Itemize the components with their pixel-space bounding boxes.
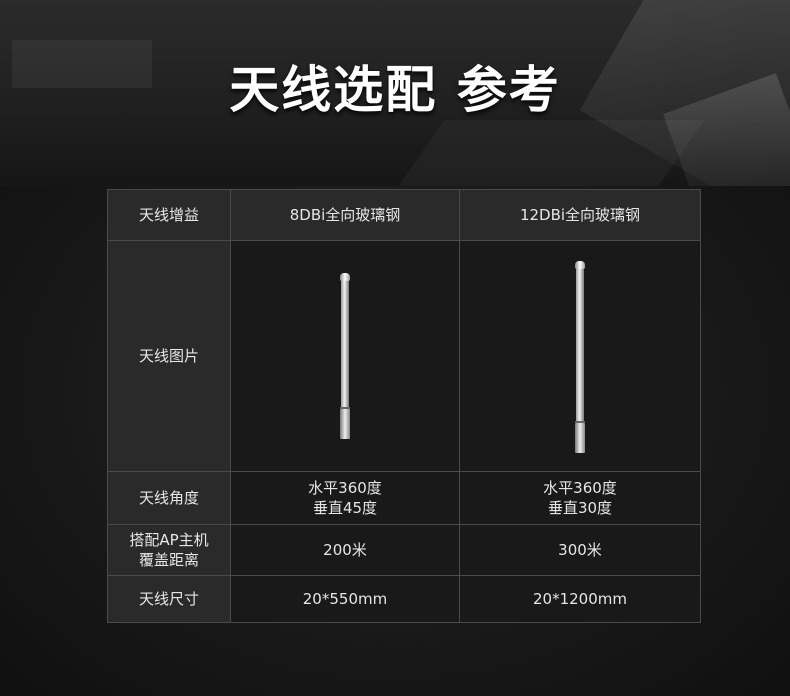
row-label-size: 天线尺寸 — [107, 575, 231, 623]
angle-cell: 水平360度 垂直30度 — [459, 471, 701, 525]
row-label-coverage: 搭配AP主机 覆盖距离 — [107, 524, 231, 576]
angle-vertical: 垂直30度 — [547, 499, 613, 517]
row-label-picture: 天线图片 — [107, 240, 231, 472]
decor-shape — [12, 40, 152, 88]
table-row: 天线增益 8DBi全向玻璃钢 12DBi全向玻璃钢 — [107, 189, 701, 241]
antenna-12dbi-icon — [575, 261, 585, 453]
table-row: 搭配AP主机 覆盖距离 200米 300米 — [107, 524, 701, 576]
page-title: 天线选配 参考 — [229, 61, 561, 119]
column-header-8dbi: 8DBi全向玻璃钢 — [230, 189, 460, 241]
angle-horizontal: 水平360度 — [543, 479, 617, 497]
column-header-12dbi: 12DBi全向玻璃钢 — [459, 189, 701, 241]
header-banner: 天线选配 参考 — [0, 0, 790, 186]
antenna-spec-table: 天线增益 8DBi全向玻璃钢 12DBi全向玻璃钢 天线图片 天线角度 水平36… — [107, 189, 701, 623]
antenna-picture-cell — [230, 240, 460, 472]
row-label-gain: 天线增益 — [107, 189, 231, 241]
decor-shape — [395, 120, 705, 186]
angle-horizontal: 水平360度 — [308, 479, 382, 497]
coverage-label-line1: 搭配AP主机 — [129, 531, 209, 549]
coverage-label-line2: 覆盖距离 — [138, 551, 199, 569]
table-row: 天线图片 — [107, 240, 701, 472]
antenna-picture-cell — [459, 240, 701, 472]
row-label-angle: 天线角度 — [107, 471, 231, 525]
angle-cell: 水平360度 垂直45度 — [230, 471, 460, 525]
coverage-cell: 300米 — [459, 524, 701, 576]
table-row: 天线尺寸 20*550mm 20*1200mm — [107, 575, 701, 623]
size-cell: 20*550mm — [230, 575, 460, 623]
angle-vertical: 垂直45度 — [312, 499, 378, 517]
size-cell: 20*1200mm — [459, 575, 701, 623]
antenna-8dbi-icon — [340, 273, 350, 439]
coverage-cell: 200米 — [230, 524, 460, 576]
table-row: 天线角度 水平360度 垂直45度 水平360度 垂直30度 — [107, 471, 701, 525]
